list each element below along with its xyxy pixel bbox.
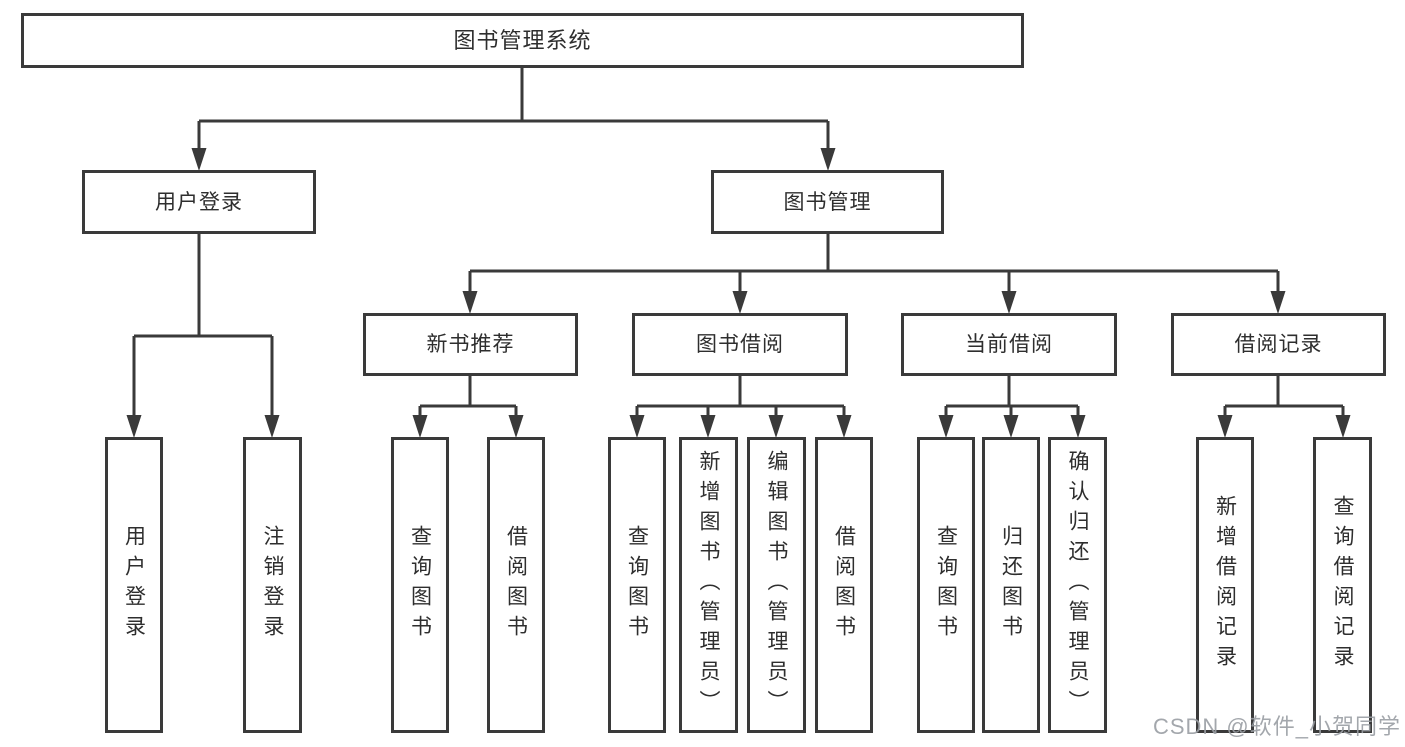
node-user-login: 用户登录 — [82, 170, 316, 234]
leaf-borrow-books: 借阅图书 — [815, 437, 873, 733]
leaf-query-borrow-record: 查询借阅记录 — [1313, 437, 1372, 733]
leaf-confirm-return-admin: 确认归还（管理员） — [1048, 437, 1107, 733]
leaf-query-books-recommend: 查询图书 — [391, 437, 449, 733]
leaf-query-books-current: 查询图书 — [917, 437, 975, 733]
node-borrowing-records: 借阅记录 — [1171, 313, 1386, 376]
leaf-add-book-admin: 新增图书（管理员） — [679, 437, 738, 733]
leaf-edit-book-admin: 编辑图书（管理员） — [747, 437, 806, 733]
leaf-borrow-books-recommend: 借阅图书 — [487, 437, 545, 733]
csdn-watermark: CSDN @软件_小贺同学 — [1152, 714, 1401, 739]
node-library-management-system: 图书管理系统 — [21, 13, 1024, 68]
leaf-query-books-borrow: 查询图书 — [608, 437, 666, 733]
node-book-borrowing: 图书借阅 — [632, 313, 848, 376]
node-new-book-recommend: 新书推荐 — [363, 313, 578, 376]
node-current-borrowing: 当前借阅 — [901, 313, 1117, 376]
leaf-return-books: 归还图书 — [982, 437, 1040, 733]
leaf-user-login: 用户登录 — [105, 437, 163, 733]
leaf-add-borrow-record: 新增借阅记录 — [1196, 437, 1254, 733]
node-book-management: 图书管理 — [711, 170, 944, 234]
leaf-logout: 注销登录 — [243, 437, 302, 733]
